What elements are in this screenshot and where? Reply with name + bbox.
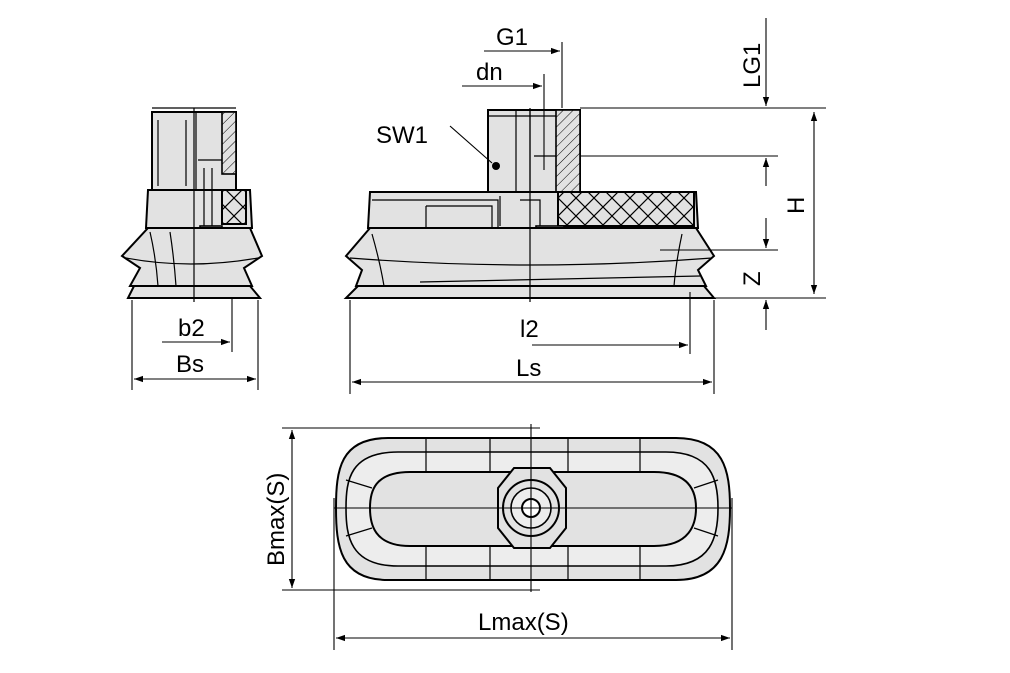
label-z: Z — [739, 271, 766, 286]
dimension-lines — [131, 18, 826, 650]
label-g1: G1 — [496, 24, 528, 51]
label-lg1: LG1 — [739, 43, 766, 88]
front-view — [343, 108, 717, 302]
label-l2: l2 — [520, 316, 539, 343]
label-ls: Ls — [516, 355, 541, 382]
side-view — [120, 107, 264, 302]
label-dn: dn — [476, 59, 503, 86]
label-b2: b2 — [178, 315, 205, 342]
label-bmax: Bmax(S) — [263, 473, 290, 566]
top-view — [334, 424, 732, 592]
label-h: H — [783, 197, 810, 214]
label-sw1: SW1 — [376, 122, 428, 149]
label-bs: Bs — [176, 351, 204, 378]
label-lmax: Lmax(S) — [478, 609, 569, 636]
